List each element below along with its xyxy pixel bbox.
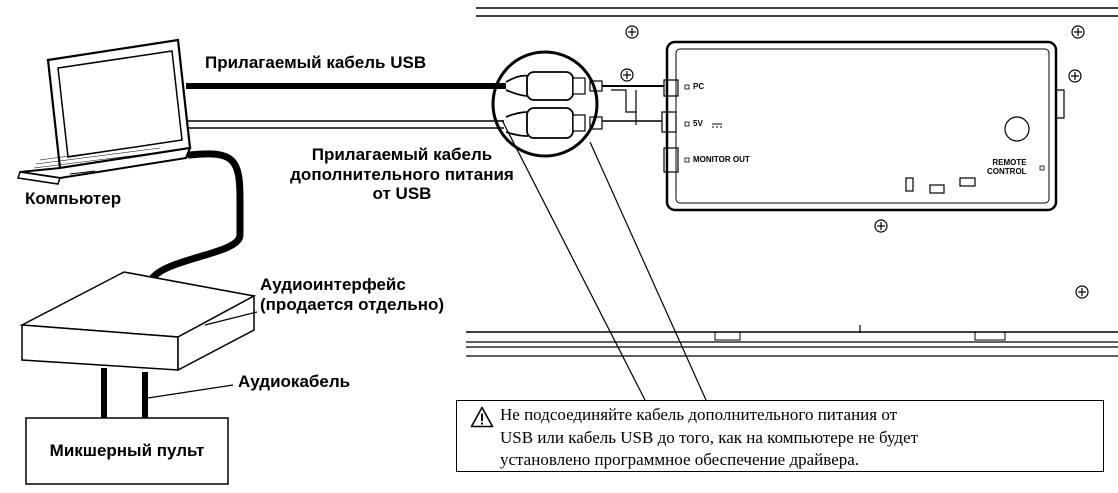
computer-label: Компьютер bbox=[25, 189, 122, 208]
remote-control-label-line2: CONTROL bbox=[987, 166, 1027, 176]
usb-power-cable bbox=[186, 120, 504, 129]
remote-control-label-line1: REMOTE bbox=[992, 158, 1027, 167]
warning-box bbox=[456, 400, 1104, 472]
warning-triangle-icon bbox=[470, 406, 494, 428]
audio-interface-label: Аудиоинтерфейс (продается отдельно) bbox=[260, 275, 444, 314]
device-body bbox=[466, 7, 1118, 357]
magnifier-circle bbox=[491, 50, 599, 158]
callout-lines bbox=[501, 119, 707, 401]
connector-panel bbox=[661, 40, 1065, 212]
usb-power-cable-label-line3: от USB bbox=[372, 184, 432, 204]
usb-cable-label: Прилагаемый кабель USB bbox=[205, 53, 427, 72]
remote-control-label: REMOTE CONTROL bbox=[987, 158, 1027, 177]
five-v-port-label: 5V bbox=[693, 119, 703, 128]
mixer-label: Микшерный пульт bbox=[49, 441, 205, 460]
laptop-to-interface-cable bbox=[146, 150, 244, 286]
audio-cables bbox=[101, 368, 148, 418]
laptop-icon bbox=[17, 38, 192, 185]
usb-plug bbox=[505, 71, 603, 139]
usb-power-cable-label: Прилагаемый кабель дополнительного питан… bbox=[252, 145, 552, 204]
pc-port-label: PC bbox=[693, 82, 705, 91]
usb-power-cable-label-line2: дополнительного питания bbox=[290, 164, 514, 184]
audio-cable-label: Аудиокабель bbox=[238, 372, 351, 391]
usb-power-cable-label-line1: Прилагаемый кабель bbox=[311, 145, 493, 164]
warning-text-line3: установлено программное обеспечение драй… bbox=[500, 450, 860, 469]
monitor-out-label: MONITOR OUT bbox=[693, 155, 750, 164]
mixer-box bbox=[25, 417, 229, 485]
audio-interface-box bbox=[19, 271, 257, 372]
screw-icon bbox=[620, 25, 1089, 299]
warning-text: Не подсоединяйте кабель дополнительного … bbox=[500, 404, 1100, 472]
warning-text-line2: USB или кабель USB до того, как на компь… bbox=[500, 427, 919, 447]
warning-text-line1: Не подсоединяйте кабель дополнительного … bbox=[500, 405, 898, 424]
audio-interface-label-line2: (продается отдельно) bbox=[260, 294, 445, 314]
audio-interface-label-line1: Аудиоинтерфейс bbox=[260, 275, 406, 294]
